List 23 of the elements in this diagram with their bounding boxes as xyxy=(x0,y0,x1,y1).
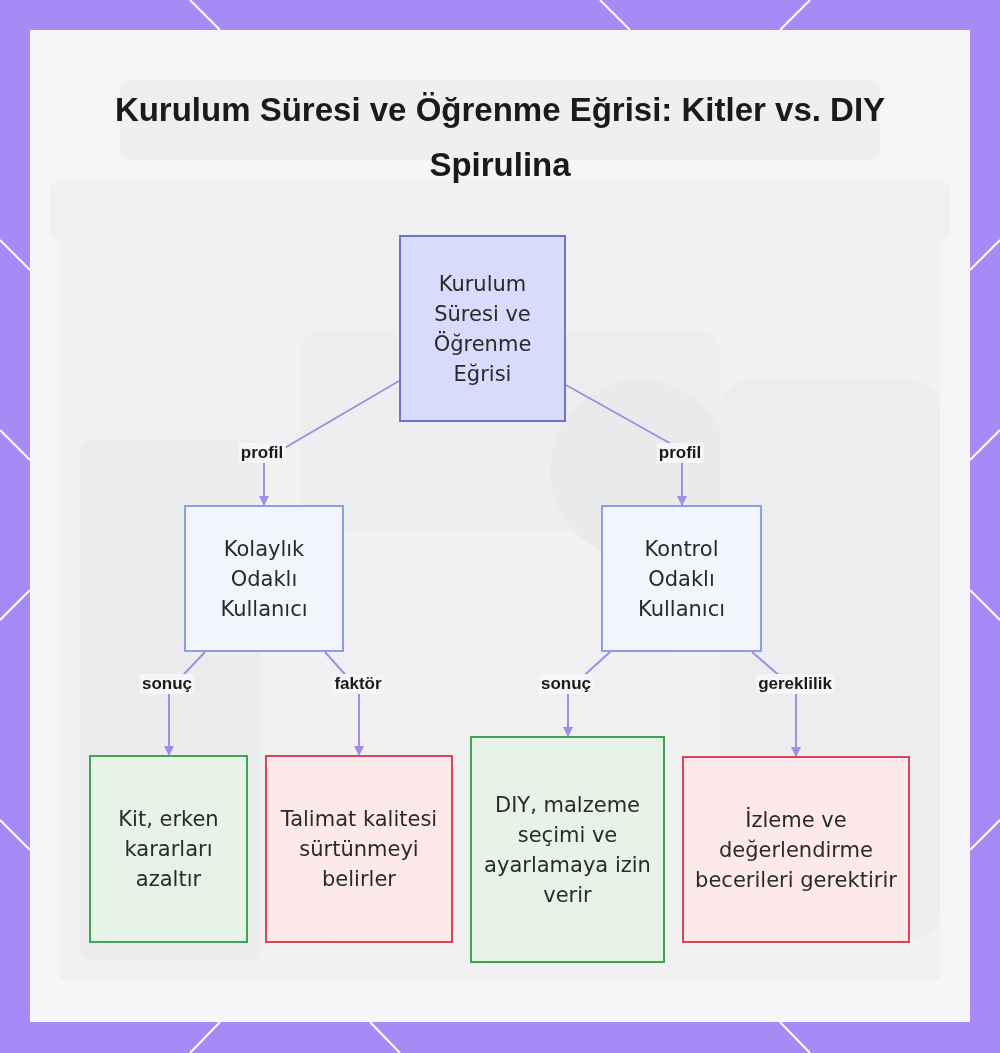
outcome-box xyxy=(470,736,665,963)
edge-label: profil xyxy=(238,443,286,463)
category-box xyxy=(184,505,344,652)
outcome-box xyxy=(89,755,248,943)
category-box xyxy=(601,505,762,652)
edge-label: gereklilik xyxy=(756,674,834,694)
node-text: Talimat kalitesi sürtünmeyi belirler xyxy=(279,806,439,893)
arrow xyxy=(259,380,400,506)
requirement-box xyxy=(682,756,910,943)
node-text: DIY, malzeme seçimi ve ayarlamaya izin verir xyxy=(483,791,652,909)
node-text: Kontrol Odaklı Kullanıcı xyxy=(636,535,727,623)
edge-label: profil xyxy=(656,443,704,463)
edge-label: faktör xyxy=(332,674,384,694)
edge-label: sonuç xyxy=(139,674,195,694)
arrow xyxy=(565,384,687,506)
topic-box xyxy=(399,235,566,422)
node-text: Kolaylık Odaklı Kullanıcı xyxy=(219,535,309,623)
node-text: Kurulum Süresi ve Öğrenme Eğrisi xyxy=(432,270,533,388)
node-text: Kit, erken kararları azaltır xyxy=(117,806,220,893)
edge-label: sonuç xyxy=(538,674,594,694)
requirement-box xyxy=(265,755,453,943)
node-text: İzleme ve değerlendirme becerileri gerektirir xyxy=(694,806,898,894)
diagram-title: Kurulum Süresi ve Öğrenme Eğrisi: Kitler vs. DIY Spirulina xyxy=(113,90,887,185)
